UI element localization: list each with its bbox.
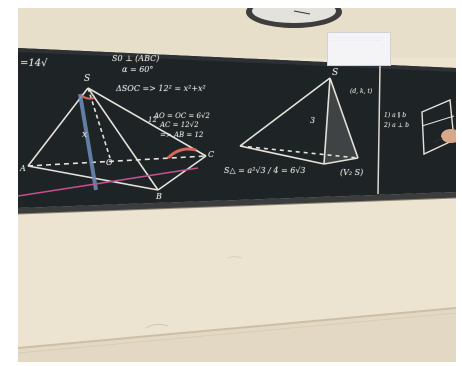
chalk-label-a: A <box>20 164 26 173</box>
teacher-hand <box>433 129 456 143</box>
chalk-label-x: x <box>82 130 88 140</box>
notice-paper: · · · · · · · · · · · · · · · · · · · · … <box>327 32 391 66</box>
pyramid-drawing-left <box>27 87 207 191</box>
chalk-label-o: O <box>106 158 113 167</box>
chalk-label-s-left: S <box>84 74 91 84</box>
chalk-area-formula: S△ = a²√3 / 4 = 6√3 <box>224 166 306 175</box>
chalkboard <box>18 48 456 208</box>
notice-text: · · · · · · · · · · · · · · · · · · · · … <box>332 35 384 43</box>
scene-drawing <box>18 8 456 362</box>
chalk-right-panel-3: 2) a ⊥ b <box>384 122 409 129</box>
chalk-right-panel-1: (d, k, t) <box>350 88 373 95</box>
chalk-formula-6: => AB = 12 <box>160 131 204 139</box>
wall-clock <box>246 8 342 28</box>
chalk-formula-4: AO = OC = 6√2 <box>154 112 210 120</box>
chalk-label-b: B <box>156 192 162 201</box>
chalk-right-panel-2: 1) a ∥ b <box>384 112 407 119</box>
pyramid-drawing-right <box>239 77 359 165</box>
chalk-label-12: 12 <box>148 116 157 124</box>
chalk-label-c: C <box>208 150 215 159</box>
chalk-formula-1: S0 ⊥ (ABC) <box>112 54 160 63</box>
chalk-top-left: =14√ <box>20 58 48 69</box>
chalk-label-3: 3 <box>310 116 316 125</box>
classroom-photo: · · · · · · · · · · · · · · · · · · · · … <box>18 8 456 362</box>
chalk-bottom-right: (V₂ S) <box>340 168 364 177</box>
chalk-label-s-right: S <box>332 68 339 78</box>
chalk-formula-5: AC = 12√2 <box>160 121 199 129</box>
chalk-formula-3: ΔSOC => 12² = x²+x² <box>116 84 206 93</box>
chalk-formula-2: α = 60° <box>122 65 154 74</box>
